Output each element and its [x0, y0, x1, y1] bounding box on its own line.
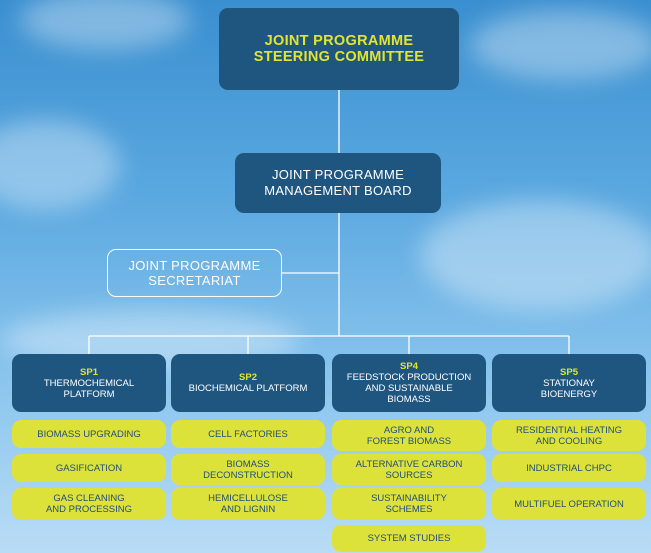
sp4-item-label: SYSTEM STUDIES [367, 533, 451, 544]
management-board-line2: MANAGEMENT BOARD [264, 183, 412, 198]
sp4-item-label: SCHEMES [385, 504, 433, 515]
sp5-item-label: MULTIFUEL OPERATION [514, 498, 624, 510]
sp2-item-label: BIOMASS [226, 458, 270, 470]
sp4-item-label: FOREST BIOMASS [366, 435, 452, 447]
sp4-code: SP4 [400, 361, 418, 372]
sp4-title-line: FEEDSTOCK PRODUCTION [346, 372, 472, 383]
secretariat-line2: SECRETARIAT [148, 273, 241, 288]
steering-committee-box: JOINT PROGRAMME STEERING COMMITTEE [219, 8, 459, 90]
sp4-title-line: AND SUSTAINABLE [365, 383, 453, 394]
sp4-item-label: AGRO AND [383, 424, 435, 436]
secretariat-box: JOINT PROGRAMME SECRETARIAT [107, 249, 282, 297]
sp1-title-line: PLATFORM [63, 388, 115, 400]
management-board-box: JOINT PROGRAMME MANAGEMENT BOARD [235, 153, 441, 213]
sp1-item-label: GAS CLEANING [53, 493, 125, 504]
sp4-item-label: ALTERNATIVE CARBON [355, 458, 463, 470]
sp4-item-label: SOURCES [385, 469, 433, 481]
sp4-item-label: SUSTAINABILITY [371, 493, 447, 504]
sp4-header-box: SP4 FEEDSTOCK PRODUCTION AND SUSTAINABLE… [332, 354, 486, 412]
sp1-code: SP1 [80, 366, 98, 378]
sp1-header-box: SP1 THERMOCHEMICAL PLATFORM [12, 354, 166, 412]
sp2-title-line: BIOCHEMICAL PLATFORM [188, 383, 308, 394]
sp5-code: SP5 [560, 366, 578, 378]
sp5-title-line: BIOENERGY [540, 388, 598, 400]
management-board-line1: JOINT PROGRAMME [271, 167, 405, 182]
sp1-item-biomass-upgrading: BIOMASS UPGRADING [12, 420, 166, 448]
sp4-title-line: BIOMASS [387, 394, 431, 405]
sp2-item-cell-factories: CELL FACTORIES [171, 420, 325, 448]
sp5-title-line: STATIONAY [543, 377, 595, 389]
steering-committee-line2: STEERING COMMITTEE [253, 49, 425, 65]
sp1-item-gasification: GASIFICATION [12, 454, 166, 482]
sp2-item-hemicellulose: HEMICELLULOSE AND LIGNIN [171, 488, 325, 520]
sp2-item-label: AND LIGNIN [220, 504, 276, 515]
sp4-item-agro-forest-biomass: AGRO AND FOREST BIOMASS [332, 420, 486, 451]
sp2-item-biomass-deconstruction: BIOMASS DECONSTRUCTION [171, 454, 325, 485]
sp2-item-label: CELL FACTORIES [208, 428, 288, 440]
sky-cloud [420, 200, 651, 310]
sp5-item-residential-heating: RESIDENTIAL HEATING AND COOLING [492, 420, 646, 451]
steering-committee-line1: JOINT PROGRAMME [264, 33, 414, 49]
secretariat-line1: JOINT PROGRAMME [128, 258, 261, 273]
sp2-header-box: SP2 BIOCHEMICAL PLATFORM [171, 354, 325, 412]
sp2-item-label: HEMICELLULOSE [208, 493, 288, 504]
sp1-item-label: GASIFICATION [55, 462, 123, 474]
sp4-item-system-studies: SYSTEM STUDIES [332, 525, 486, 552]
sp2-code: SP2 [239, 372, 257, 383]
sp2-item-label: DECONSTRUCTION [203, 469, 293, 481]
sp1-item-label: AND PROCESSING [45, 504, 133, 515]
sp1-title-line: THERMOCHEMICAL [43, 377, 135, 389]
sp4-item-sustainability-schemes: SUSTAINABILITY SCHEMES [332, 488, 486, 520]
sp1-item-gas-cleaning: GAS CLEANING AND PROCESSING [12, 488, 166, 520]
sky-cloud [20, 0, 190, 50]
sp4-item-alternative-carbon: ALTERNATIVE CARBON SOURCES [332, 454, 486, 485]
sp5-item-label: RESIDENTIAL HEATING [515, 424, 623, 436]
sky-cloud [0, 120, 120, 210]
sp1-item-label: BIOMASS UPGRADING [37, 428, 141, 440]
sky-cloud [470, 10, 651, 80]
sp5-item-multifuel-operation: MULTIFUEL OPERATION [492, 488, 646, 520]
sp5-item-label: INDUSTRIAL CHPC [526, 462, 612, 474]
sp5-item-industrial-chpc: INDUSTRIAL CHPC [492, 454, 646, 482]
sp5-header-box: SP5 STATIONAY BIOENERGY [492, 354, 646, 412]
sp5-item-label: AND COOLING [535, 435, 603, 447]
